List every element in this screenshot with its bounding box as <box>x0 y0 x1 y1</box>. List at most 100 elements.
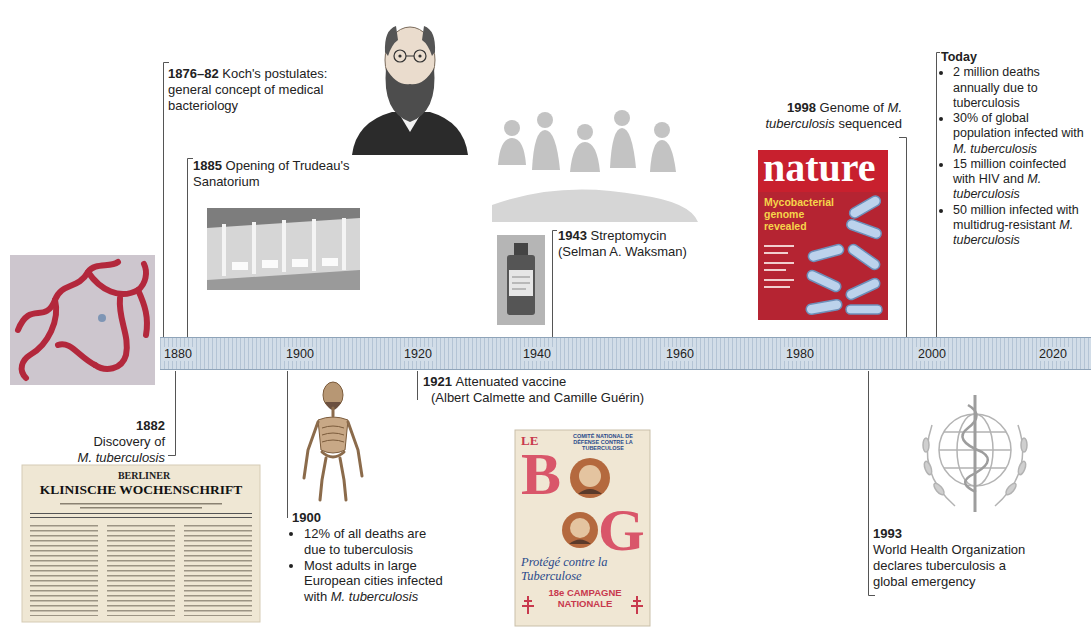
genome-event: 1998Genome of M. tuberculosis sequenced <box>752 100 902 132</box>
patients-sketch <box>537 112 553 128</box>
event-year: 1876–82 <box>168 66 219 81</box>
text-row: 1876–82Koch's postulates: general concep… <box>168 66 340 114</box>
text-row: 1900 <box>292 510 450 526</box>
text-run: 2 million deaths annually due to tubercu… <box>953 65 1040 110</box>
text-run: Discovery of <box>93 434 165 449</box>
emaciated-patient <box>322 433 344 435</box>
discovery-event: 1882Discovery of M. tuberculosis <box>60 418 165 466</box>
patients-sketch <box>498 138 526 165</box>
leader-lines <box>937 53 941 338</box>
emaciated-patient <box>332 408 335 416</box>
event-text: (Selman A. Waksman) <box>558 244 687 259</box>
text-run: COMITÉ NATIONAL DE DÉFENSE CONTRE LA TUB… <box>573 433 633 451</box>
emaciated-patient <box>304 408 362 500</box>
event-text: Discovery of M. tuberculosis <box>78 434 165 465</box>
today-event: Today2 million deaths annually due to tu… <box>941 50 1087 248</box>
who-emblem <box>962 405 987 492</box>
journal-page <box>60 503 222 505</box>
text-run: 1993 <box>873 526 902 541</box>
text-row: 1882 <box>60 418 165 434</box>
bacteria-micrograph <box>58 344 95 365</box>
emaciated-patient <box>348 422 362 476</box>
text-row: 1998Genome of M. tuberculosis sequenced <box>752 100 902 132</box>
leader-lines <box>417 371 418 400</box>
event-year: 1998 <box>787 100 816 115</box>
sanatorium-photo <box>252 222 256 274</box>
text-run: 1876–82 <box>168 66 219 81</box>
text-run: Attenuated vaccine <box>456 374 567 389</box>
vaccine-poster <box>578 489 602 494</box>
journal-masthead: BERLINER <box>118 470 170 481</box>
patients-sketch <box>570 142 600 172</box>
emaciated-patient <box>340 458 346 500</box>
who-emblem <box>995 425 1023 506</box>
journal-cover <box>764 245 794 288</box>
emaciated-patient <box>322 452 344 457</box>
vaccine-poster <box>515 430 650 626</box>
text-run: World Health Organization declares tuber… <box>873 542 1025 589</box>
text-run: M. tuberculosis <box>78 450 165 465</box>
event-text: Attenuated vaccine <box>456 374 567 389</box>
text-row: Discovery of M. tuberculosis <box>60 434 165 466</box>
streptomycin-bottle <box>512 277 530 278</box>
text-run: M. tuberculosis <box>953 142 1037 156</box>
sanatorium-photo <box>312 219 316 271</box>
vaccine-poster <box>579 465 601 487</box>
text-row: World Health Organization declares tuber… <box>873 542 1035 590</box>
year-tick-label: 2020 <box>1037 347 1069 361</box>
journal-cover <box>764 286 790 288</box>
year-tick-label: 1980 <box>784 347 816 361</box>
streptomycin-bottle <box>512 289 526 290</box>
streptomycin-bottle <box>509 270 533 296</box>
patients-sketch <box>492 110 698 222</box>
patients-sketch <box>614 110 630 126</box>
text-run: 1900 <box>292 510 321 525</box>
sanatorium-photo <box>282 220 286 272</box>
poster-initial: B <box>521 444 571 504</box>
event-text: Genome of M. tuberculosis sequenced <box>765 100 902 131</box>
poster-initial: G <box>598 500 648 560</box>
vaccine-event: 1921 Attenuated vaccine(Albert Calmette a… <box>423 374 703 406</box>
sanatorium-photo <box>207 208 360 290</box>
leader-lines <box>553 231 558 338</box>
emaciated-patient <box>322 426 344 442</box>
journal-cover <box>805 299 842 315</box>
koch-portrait <box>418 54 421 57</box>
koch-portrait <box>386 68 435 122</box>
event-text: World Health Organization declares tuber… <box>873 542 1025 589</box>
timeline-band: 18801900192019401960198020002020 <box>160 337 1091 370</box>
sanatorium-photo <box>222 218 346 276</box>
leader-lines <box>168 371 176 456</box>
emaciated-patient <box>318 417 348 453</box>
emaciated-patient <box>322 440 344 442</box>
koch-event: 1876–82Koch's postulates: general concep… <box>168 66 340 114</box>
text-row: (Albert Calmette and Camille Guérin) <box>423 390 703 406</box>
journal-cover <box>806 269 843 293</box>
journal-masthead: KLINISCHE WOCHENSCHRIFT <box>40 483 243 498</box>
sanatorium-event: 1885Opening of Trudeau's Sanatorium <box>193 158 383 190</box>
text-run: 1921 <box>423 374 452 389</box>
event-year: 1882 <box>136 418 165 433</box>
patients-sketch <box>504 120 520 136</box>
koch-portrait <box>398 54 401 57</box>
who-emblem <box>923 395 1027 512</box>
journal-cover <box>764 279 794 281</box>
journal-page <box>22 465 260 622</box>
text-run: BERLINER <box>118 470 170 481</box>
sanatorium-photo <box>322 258 338 266</box>
journal-cover <box>845 218 882 240</box>
cover-headline: Mycobacterial genome revealed <box>764 196 844 232</box>
emaciated-patient <box>304 422 318 478</box>
journal-cover <box>805 194 882 315</box>
text-run: Genome of <box>820 100 888 115</box>
streptomycin-bottle <box>497 235 545 325</box>
text-run: 12% of all deaths are due to tuberculosi… <box>304 526 426 557</box>
text-row: 15 million coinfected with HIV and M. tu… <box>953 157 1087 203</box>
text-row: Most adults in large European cities inf… <box>304 558 450 606</box>
text-run: Protégé contre la Tuberculose <box>521 555 608 583</box>
journal-cover <box>764 269 786 271</box>
text-run: Today <box>941 50 977 64</box>
text-run: KLINISCHE WOCHENSCHRIFT <box>40 482 243 497</box>
koch-portrait <box>406 56 414 57</box>
